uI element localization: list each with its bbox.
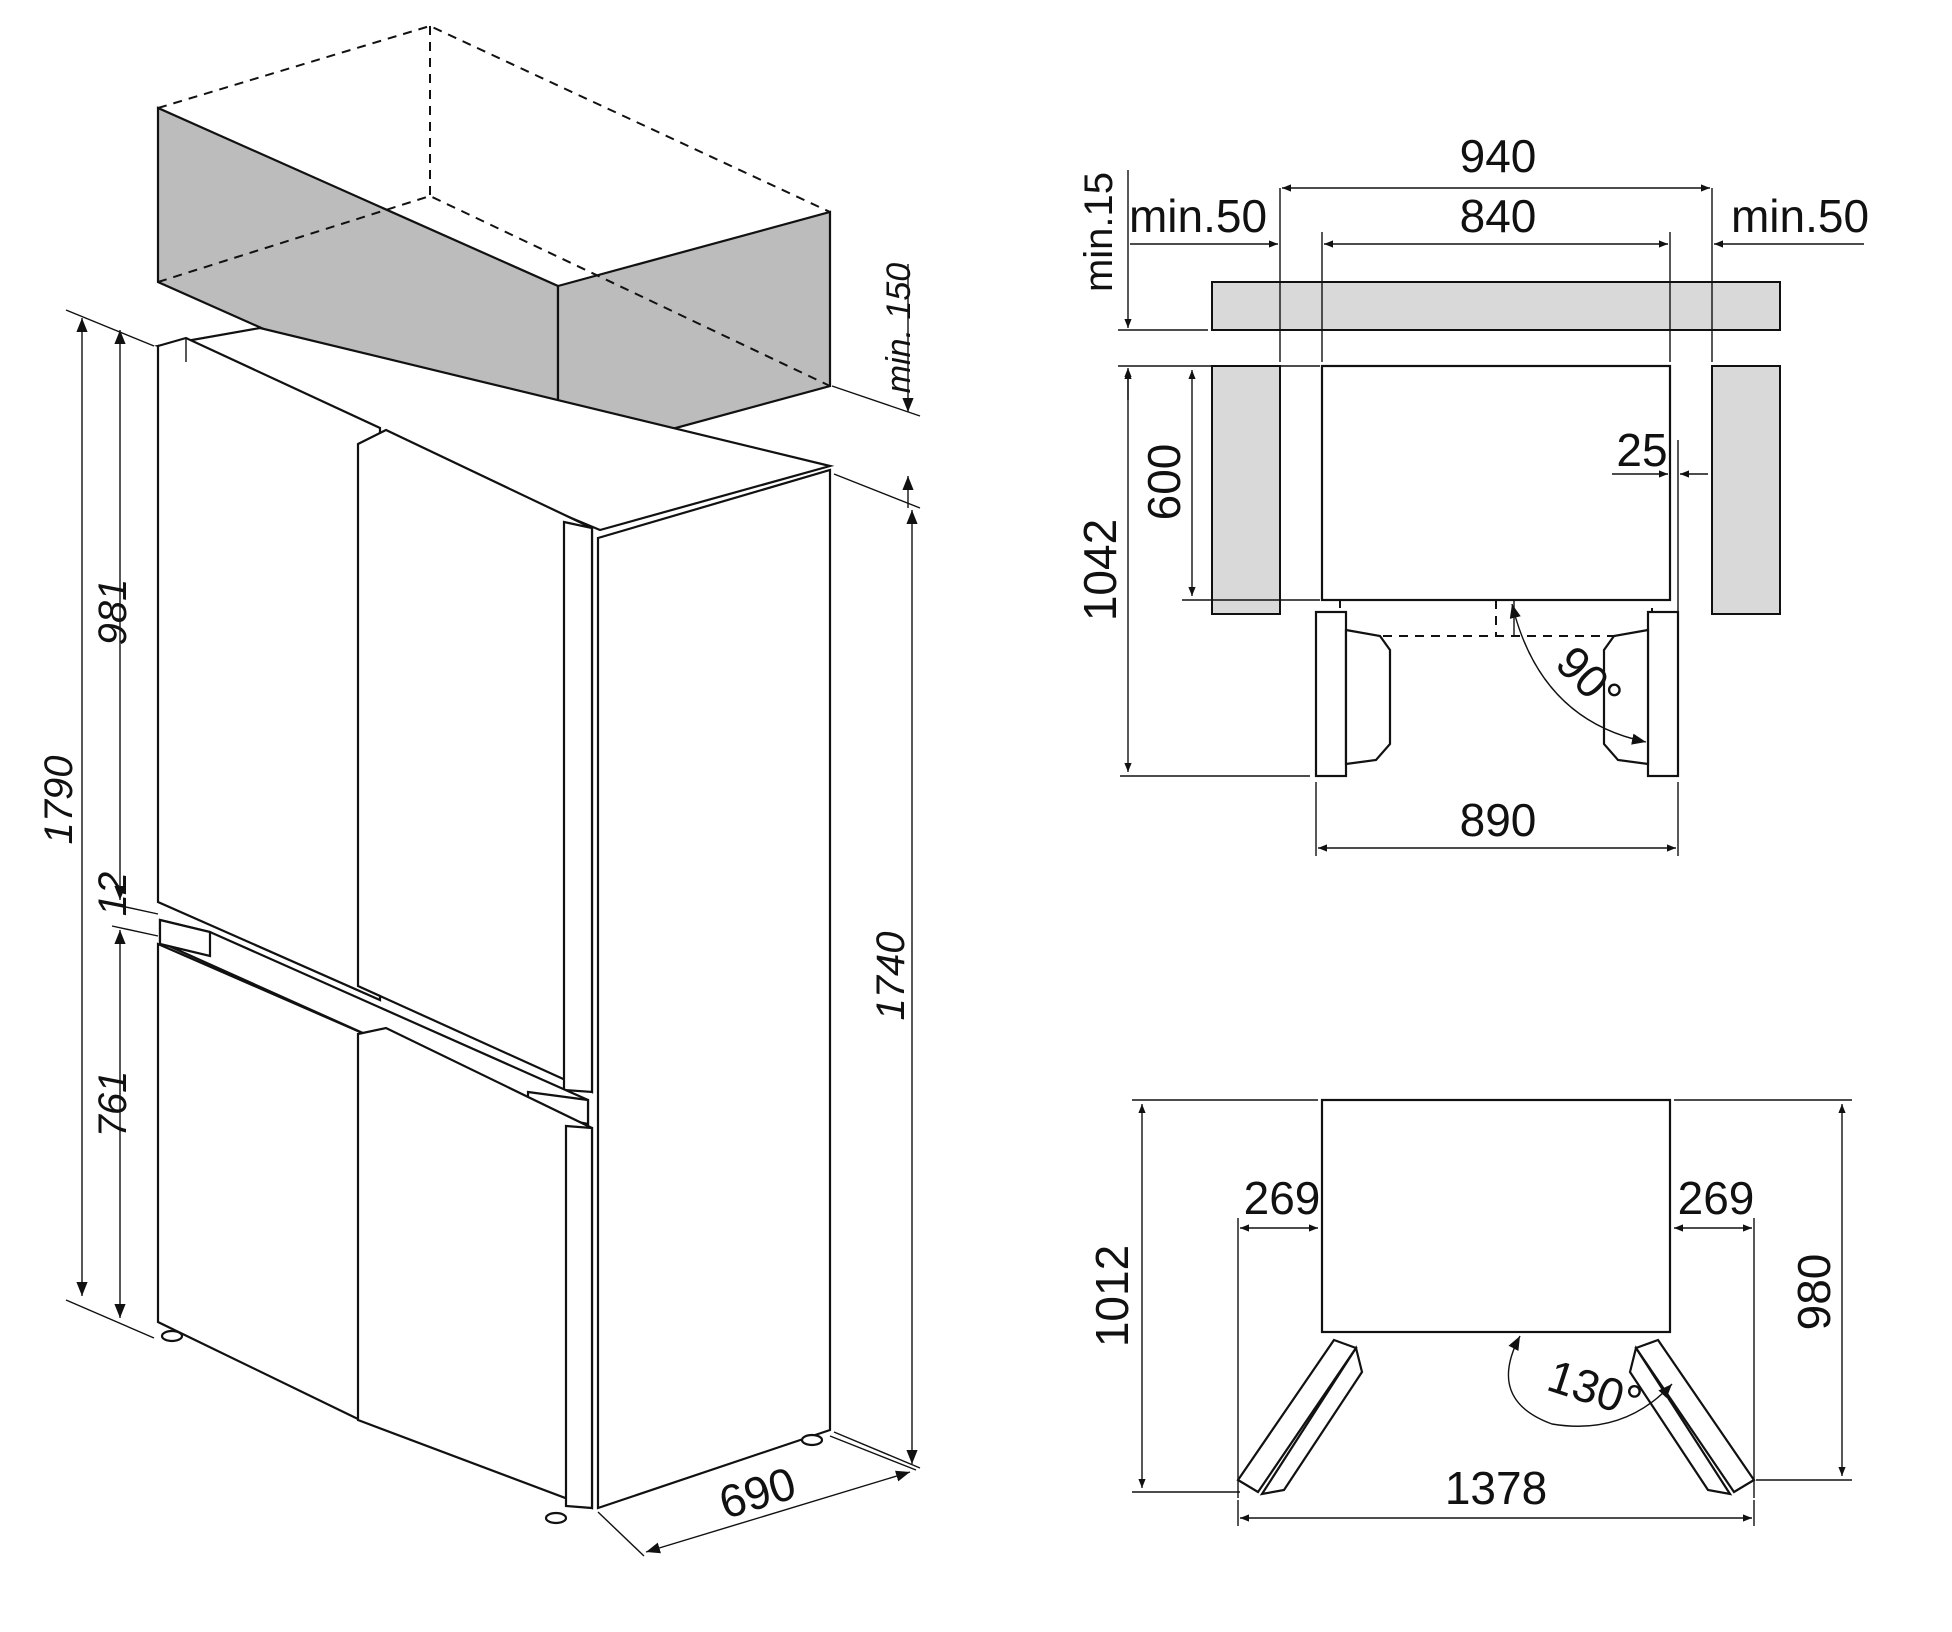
door-left-open-130 bbox=[1236, 1338, 1358, 1494]
dim-1740-label: 1740 bbox=[869, 932, 913, 1021]
door-right-open-90 bbox=[1646, 610, 1680, 778]
dim-269-left-label: 269 bbox=[1244, 1172, 1321, 1224]
door-left-bin-90 bbox=[1344, 628, 1392, 766]
dim-940-label: 940 bbox=[1460, 130, 1537, 182]
top-clearance-box bbox=[156, 24, 832, 462]
top-view-130: 130° 269 269 1012 980 1378 bbox=[1086, 1098, 1852, 1526]
dim-lower-door: 761 bbox=[91, 930, 135, 1318]
dim-840-label: 840 bbox=[1460, 190, 1537, 242]
dim-890-label: 890 bbox=[1460, 794, 1537, 846]
top-view-90: 90° 940 840 min.50 min.50 min.15 1042 60… bbox=[1074, 130, 1869, 856]
dim-cabinet-height: 1740 bbox=[833, 473, 921, 1469]
dim-1012-label: 1012 bbox=[1086, 1245, 1138, 1347]
door-left-bin-130 bbox=[1259, 1345, 1364, 1496]
foot-back bbox=[800, 1433, 824, 1447]
upper-left-door bbox=[156, 336, 382, 1002]
dim-min50-left-label: min.50 bbox=[1129, 190, 1267, 242]
dim-total-height: 1790 bbox=[37, 309, 155, 1339]
fridge-body-90 bbox=[1320, 364, 1672, 602]
dim-269-right-label: 269 bbox=[1678, 1172, 1755, 1224]
foot-right bbox=[544, 1511, 568, 1525]
dim-min15-label: min.15 bbox=[1077, 172, 1121, 292]
dim-upper-door: 981 bbox=[91, 330, 159, 915]
left-wall bbox=[1211, 365, 1281, 615]
dim-980-label: 980 bbox=[1788, 1254, 1840, 1331]
dim-1378-label: 1378 bbox=[1445, 1462, 1547, 1514]
perspective-view: 1790 981 12 761 1740 min. bbox=[37, 24, 921, 1557]
dim-top-clearance: min. 150 bbox=[831, 263, 921, 508]
fridge-body-130 bbox=[1320, 1098, 1672, 1334]
dim-981-label: 981 bbox=[91, 579, 135, 646]
dim-12-label: 12 bbox=[91, 872, 135, 917]
rear-wall bbox=[1211, 281, 1781, 331]
dim-min150-label: min. 150 bbox=[880, 263, 918, 393]
door-right-bin-130 bbox=[1628, 1345, 1733, 1496]
dim-25-label: 25 bbox=[1616, 424, 1667, 476]
dim-min50-right-label: min.50 bbox=[1731, 190, 1869, 242]
dim-1042-label: 1042 bbox=[1074, 519, 1126, 621]
dim-door-gap: 12 bbox=[91, 872, 159, 937]
dim-690-label: 690 bbox=[713, 1457, 802, 1529]
left-handle bbox=[158, 918, 212, 958]
dim-600-label: 600 bbox=[1138, 444, 1190, 521]
door-left-open-90 bbox=[1314, 610, 1348, 778]
fridge-side-panel bbox=[596, 468, 832, 1510]
foot-left bbox=[160, 1329, 184, 1343]
upper-right-door-edge bbox=[562, 520, 594, 1094]
right-wall bbox=[1711, 365, 1781, 615]
lower-right-drawer-edge bbox=[564, 1124, 594, 1510]
dim-1790-label: 1790 bbox=[37, 756, 81, 845]
upper-right-door bbox=[356, 428, 594, 1094]
dim-761-label: 761 bbox=[91, 1071, 135, 1138]
